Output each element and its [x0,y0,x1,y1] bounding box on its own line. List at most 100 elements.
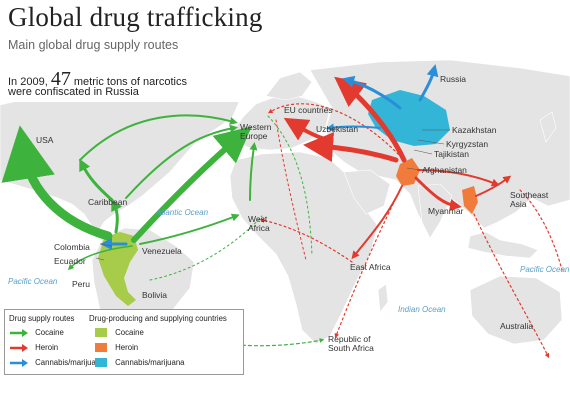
label-afghanistan: Afghanistan [422,165,467,175]
legend-route-cocaine: Cocaine [9,328,64,337]
route-venezuela-west [67,245,133,271]
legend-area-cannabis: Cannabis/marijuana [95,358,185,368]
label-south-africa-name: South Africa [328,343,374,353]
label-europe: Europe [240,131,268,141]
label-ecuador: Ecuador [54,256,86,266]
legend-area-cocaine: Cocaine [95,328,144,338]
label-venezuela: Venezuela [142,246,182,256]
stat-suffix: metric tons of narcotics [73,76,187,88]
label-pacific-ocean-right: Pacific Ocean [520,265,570,274]
route-kaz-west [326,123,381,132]
route-eastafrica-wafrica [259,218,353,263]
label-africa: Africa [248,223,270,233]
route-caribbean-usa [79,158,114,202]
label-atlantic-ocean: Atlantic Ocean [155,208,209,217]
label-australia: Australia [500,321,533,331]
route-afg-uzbekistan [303,132,399,163]
route-weurope-eu [267,115,313,257]
legend-area-heroin-label: Heroin [115,343,139,352]
legend-area-cocaine-label: Cocaine [115,328,144,337]
stat-line-1: In 2009, 47 metric tons of narcotics [8,68,187,91]
route-usa-weurope [79,114,238,161]
label-eu-countries: EU countries [284,105,333,115]
heroin-routes [259,76,563,359]
route-kaz-north [418,64,439,102]
label-southeast-asia: Southeast Asia [510,190,551,209]
route-sa-wafrica [139,213,240,245]
red-arrow-icon [10,343,28,352]
label-uzbekistan: Uzbekistan [316,124,358,134]
stat-prefix: In 2009, [8,76,48,88]
heroin-region-myanmar [462,186,478,214]
label-kyrgyzstan: Kyrgyzstan [446,139,488,149]
label-russia: Russia [440,74,466,84]
label-south-africa: Republic of South Africa [328,334,374,353]
cocaine-swatch-icon [95,328,107,338]
legend-route-cannabis: Cannabis/marijuana [9,358,105,367]
arabia [343,169,391,215]
label-bolivia: Bolivia [142,290,167,300]
label-kazakhstan: Kazakhstan [452,125,497,135]
leader-lines [95,129,450,261]
route-sa-weurope [131,126,252,243]
indonesia [467,231,539,259]
route-afg-myanmar [414,176,462,211]
legend-area-cannabis-label: Cannabis/marijuana [115,358,185,367]
landmasses [0,59,570,371]
label-republic-of: Republic of [328,334,371,344]
legend-route-heroin-label: Heroin [35,343,59,352]
label-west-africa: West Africa [248,214,270,233]
madagascar [377,283,389,313]
route-caribbean-weurope [125,124,238,199]
legend-countries-header: Drug-producing and supplying countries [89,314,227,323]
route-wafrica-weurope [249,142,258,201]
route-afg-weurope [267,103,403,159]
route-afg-southafrica [334,189,401,339]
label-usa: USA [36,135,54,145]
route-dotted-atlantic [149,215,263,281]
stat-line-2: were confiscated in Russia [8,86,139,98]
legend: Drug supply routes Drug-producing and su… [4,309,244,375]
blue-arrow-icon [10,358,28,367]
japan [539,111,557,143]
africa [229,151,379,345]
heroin-swatch-icon [95,343,107,353]
legend-route-cannabis-label: Cannabis/marijuana [35,358,105,367]
label-east-africa: East Africa [350,262,391,272]
route-weurope-africa [275,119,307,261]
label-western-europe: Western Europe [240,122,274,141]
label-myanmar: Myanmar [428,206,464,216]
legend-route-heroin: Heroin [9,343,58,352]
scandinavia [265,71,313,101]
route-sa-usa [1,125,113,241]
label-pacific-ocean-left: Pacific Ocean [8,277,58,286]
route-afg-sea [417,169,500,187]
label-western: Western [240,122,272,132]
green-arrow-icon [10,328,28,337]
page-subtitle: Main global drug supply routes [8,38,179,52]
legend-route-cocaine-label: Cocaine [35,328,64,337]
label-asia: Asia [510,199,527,209]
page-title: Global drug trafficking [8,2,263,32]
route-kaz-russia [342,75,402,110]
label-tajikistan: Tajikistan [434,149,469,159]
legend-area-heroin: Heroin [95,343,139,353]
route-uzb-eu [283,117,330,142]
label-colombia: Colombia [54,242,90,252]
cannabis-swatch-icon [95,358,107,368]
label-indian-ocean: Indian Ocean [398,305,446,314]
stat-number: 47 [50,68,71,90]
label-peru: Peru [72,279,90,289]
india [417,183,453,239]
label-west: West [248,214,268,224]
legend-routes-header: Drug supply routes [9,314,75,323]
australia [469,275,563,345]
cocaine-routes [1,114,325,347]
route-afg-russia [334,76,407,163]
heroin-region-afghanistan [396,158,420,186]
label-caribbean: Caribbean [88,197,127,207]
stat-box: In 2009, 47 metric tons of narcotics wer… [0,66,245,102]
route-sa-caribbean [111,198,123,234]
label-southeast: Southeast [510,190,549,200]
